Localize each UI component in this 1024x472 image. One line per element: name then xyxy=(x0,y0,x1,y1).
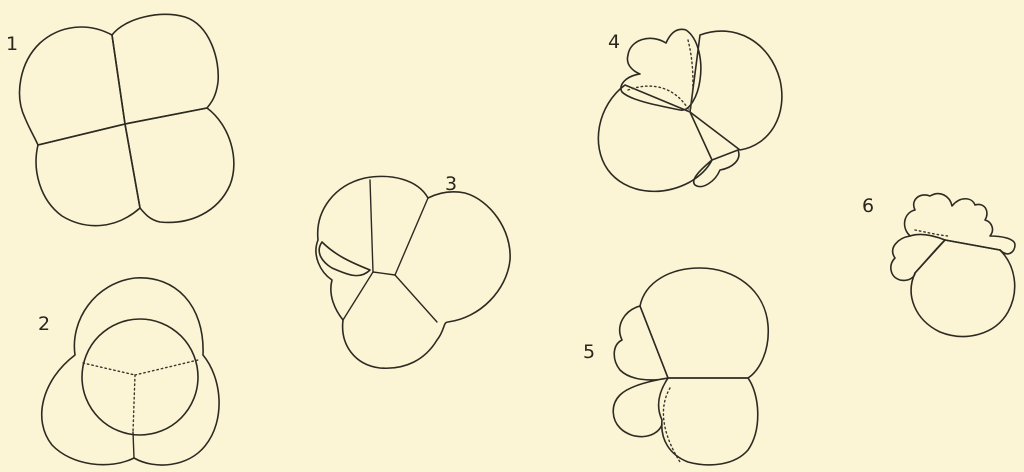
figure-3-lobe xyxy=(319,242,370,276)
figure-3-wall-center xyxy=(373,272,395,275)
figure-2-central-cell xyxy=(82,319,198,435)
figure-4-large-upper-cell xyxy=(690,31,782,150)
figure-3-wall-lower-right xyxy=(395,275,437,322)
figure-6-left-lobe xyxy=(891,236,945,280)
figure-5: 5 xyxy=(583,268,768,465)
figure-6-lower-cell xyxy=(911,240,1015,336)
figure-6-wall-right xyxy=(945,240,1000,250)
figure-6-label: 6 xyxy=(862,195,874,217)
figure-1-cell-bottom-left xyxy=(36,124,140,226)
figure-1-cell-top-right xyxy=(112,14,218,124)
figure-5-left-lobes xyxy=(613,306,668,437)
figure-2-lower-wall xyxy=(133,432,134,458)
figure-3-wall-diagonal xyxy=(395,198,428,275)
figure-2-dotted-wall-down xyxy=(133,375,135,432)
figure-2-label: 2 xyxy=(38,313,50,335)
figure-1-cell-bottom-right xyxy=(125,108,234,222)
figure-1: 1 xyxy=(6,14,234,225)
figure-2-outer-lobes xyxy=(42,278,219,465)
figure-3: 3 xyxy=(316,173,510,368)
figure-4-bud xyxy=(694,150,739,187)
figure-4: 4 xyxy=(598,29,782,191)
figure-2-dotted-wall-right xyxy=(135,360,198,375)
figure-2: 2 xyxy=(38,278,219,465)
figure-3-outline xyxy=(316,176,510,368)
figure-3-wall-vertical-upper xyxy=(370,180,373,272)
figure-5-wall-diagonal xyxy=(640,306,668,378)
figure-6: 6 xyxy=(862,194,1015,337)
figure-3-wall-lower-left xyxy=(343,272,373,320)
figure-2-dotted-wall-left xyxy=(83,363,135,375)
figure-1-label: 1 xyxy=(6,33,18,55)
figure-4-label: 4 xyxy=(608,31,620,53)
figure-5-label: 5 xyxy=(583,341,595,363)
figure-5-lower-cell xyxy=(659,378,758,465)
figure-6-upper-lobes xyxy=(905,194,1015,254)
figure-5-upper-cell xyxy=(640,268,768,378)
figure-4-large-lower-cell xyxy=(598,85,712,191)
